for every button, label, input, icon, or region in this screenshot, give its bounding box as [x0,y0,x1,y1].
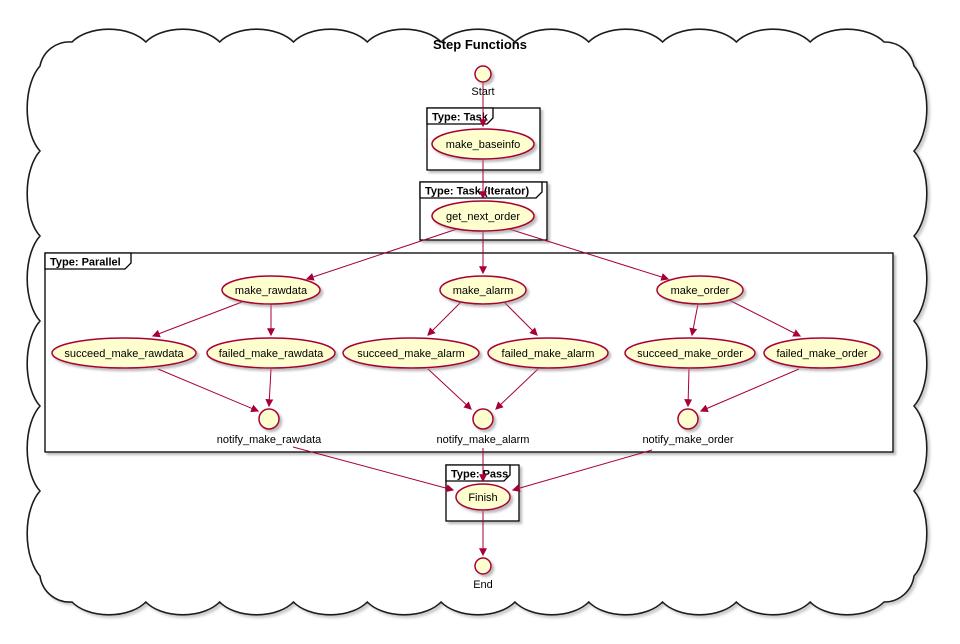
node-start [474,65,492,83]
node-notify_make_order [677,408,699,430]
node-notify_make_alarm-label: notify_make_alarm [437,434,530,446]
node-make_rawdata-label: make_rawdata [235,285,308,297]
frame-iterator-tab [419,181,543,199]
edge-notify_make_rawdata-finish [292,446,455,493]
node-failed_make_alarm-label: failed_make_alarm [502,348,595,360]
edge-get_next_order-make_order [508,228,670,281]
node-succeed_make_alarm-label: succeed_make_alarm [357,348,465,360]
node-failed_make_order-label: failed_make_order [776,348,867,360]
edge-make_alarm-succeed_make_alarm [427,301,462,336]
frame-parallel-label: Type: Parallel [50,257,121,269]
edge-failed_make_alarm-notify_make_alarm [495,368,539,410]
edge-failed_make_order-notify_make_order [699,368,800,412]
frame-pass-label: Type: Pass [451,469,508,481]
node-make_baseinfo-label: make_baseinfo [446,139,521,151]
node-notify_make_rawdata-label: notify_make_rawdata [217,434,322,446]
frame-task-tab [426,107,494,125]
node-start-label: Start [471,86,494,98]
node-get_next_order-label: get_next_order [446,211,520,223]
edge-make_rawdata-succeed_make_rawdata [151,301,243,338]
node-finish [455,483,511,511]
edge-notify_make_order-finish [511,449,653,492]
node-failed_make_alarm [487,337,609,369]
node-failed_make_order [763,337,881,369]
node-succeed_make_rawdata [51,337,197,369]
edges [151,83,802,557]
edge-make_order-failed_make_order [728,299,802,337]
node-make_order [656,275,744,305]
node-end [474,557,492,575]
node-finish-label: Finish [468,492,497,504]
node-notify_make_rawdata [258,408,280,430]
node-make_alarm-label: make_alarm [453,285,514,297]
frame-parallel-tab [44,252,132,270]
frame-iterator-label: Type: Task (Iterator) [425,186,529,198]
node-failed_make_rawdata-label: failed_make_rawdata [219,348,324,360]
frame-task-label: Type: Task [432,112,489,124]
node-succeed_make_order [624,337,756,369]
node-get_next_order [431,200,535,232]
node-notify_make_order-label: notify_make_order [642,434,733,446]
edge-succeed_make_rawdata-notify_make_rawdata [157,368,260,413]
node-succeed_make_alarm [342,337,480,369]
frame-pass-tab [445,464,511,482]
node-notify_make_alarm [472,408,494,430]
node-end-label: End [473,579,493,591]
edge-get_next_order-make_rawdata [305,228,458,281]
node-make_rawdata [221,275,321,305]
edge-make_order-succeed_make_order [689,303,699,337]
node-succeed_make_rawdata-label: succeed_make_rawdata [64,348,184,360]
node-make_alarm [439,275,527,305]
edge-succeed_make_order-notify_make_order [684,368,693,408]
diagram-title: Step Functions [433,37,527,52]
node-make_order-label: make_order [671,285,730,297]
edge-make_alarm-failed_make_alarm [503,301,538,336]
edge-failed_make_rawdata-notify_make_rawdata [265,368,274,408]
node-succeed_make_order-label: succeed_make_order [637,348,743,360]
node-failed_make_rawdata [206,337,336,369]
edge-succeed_make_alarm-notify_make_alarm [427,368,472,410]
node-make_baseinfo [431,128,535,160]
